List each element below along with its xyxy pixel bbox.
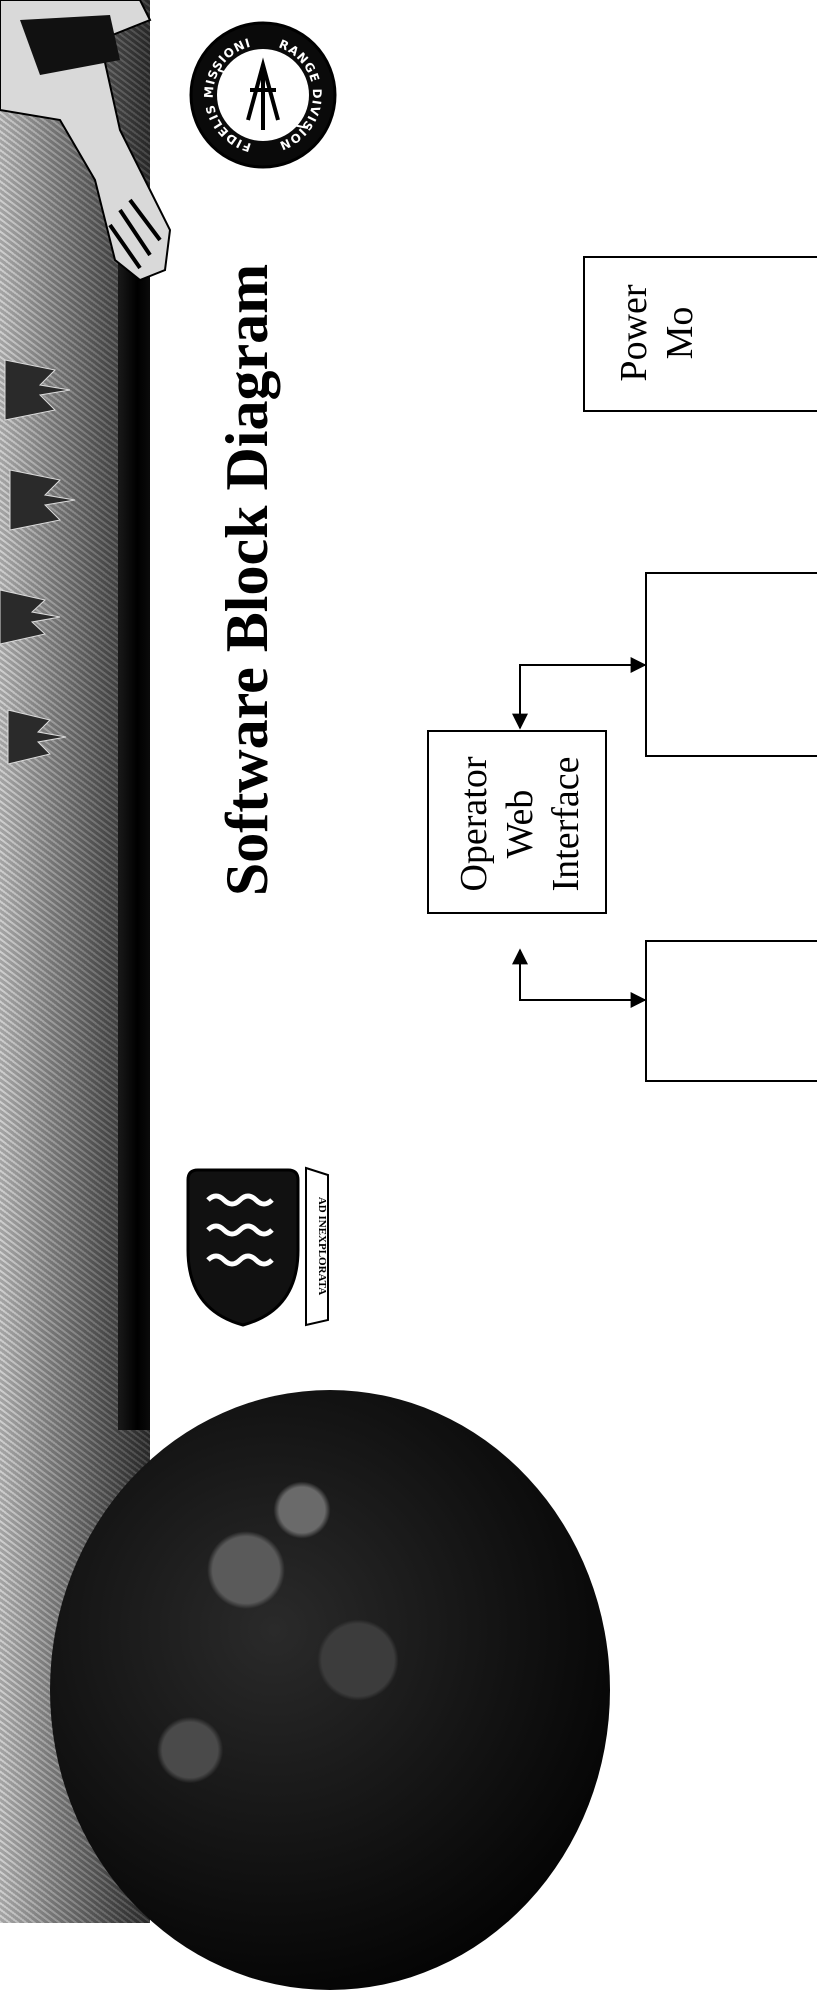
aircraft-2 [9, 469, 76, 531]
shield-scroll-text: AD INEXPLORATA [316, 1197, 328, 1295]
power-line-2: Mo [659, 306, 701, 360]
seal-lightning-right [282, 114, 309, 129]
shield-scroll [305, 1166, 329, 1327]
operator-line-2: Web [499, 789, 541, 859]
aircraft-3 [0, 589, 61, 645]
operator-block-label: Operator Web Interface [451, 744, 589, 904]
aircraft-1 [4, 359, 71, 421]
power-line-1: Power [613, 284, 655, 382]
aircraft-4 [7, 709, 67, 765]
block-middle-module [645, 572, 817, 757]
seal-lightning-left [217, 69, 244, 83]
seal-center-mark [246, 57, 280, 130]
connector-operator-to-upper-module [512, 948, 647, 1008]
operator-line-3: Interface [545, 756, 587, 892]
tail-fin-graphic [0, 0, 172, 282]
globe-photo [50, 1390, 610, 1990]
tail-fin-marking [20, 15, 120, 75]
shield-body [186, 1168, 300, 1327]
shield-waves [206, 1193, 274, 1267]
block-operator-web-interface: Operator Web Interface [427, 730, 607, 914]
banner-dark-band [118, 250, 150, 1430]
range-division-seal: RANGE DIVISION FIDELIS MISSIONI [189, 21, 337, 169]
tail-fin-stripes [108, 198, 162, 270]
block-diagram-connectors [512, 657, 647, 1008]
shield-crest: AD INEXPLORATA [186, 1166, 329, 1327]
connector-operator-to-middle-module [512, 657, 647, 730]
block-power: Power Mo [583, 256, 817, 412]
block-upper-module [645, 940, 817, 1082]
aircraft-silhouettes [0, 359, 76, 765]
power-block-label: Power Mo [611, 268, 703, 398]
operator-line-1: Operator [453, 756, 495, 892]
